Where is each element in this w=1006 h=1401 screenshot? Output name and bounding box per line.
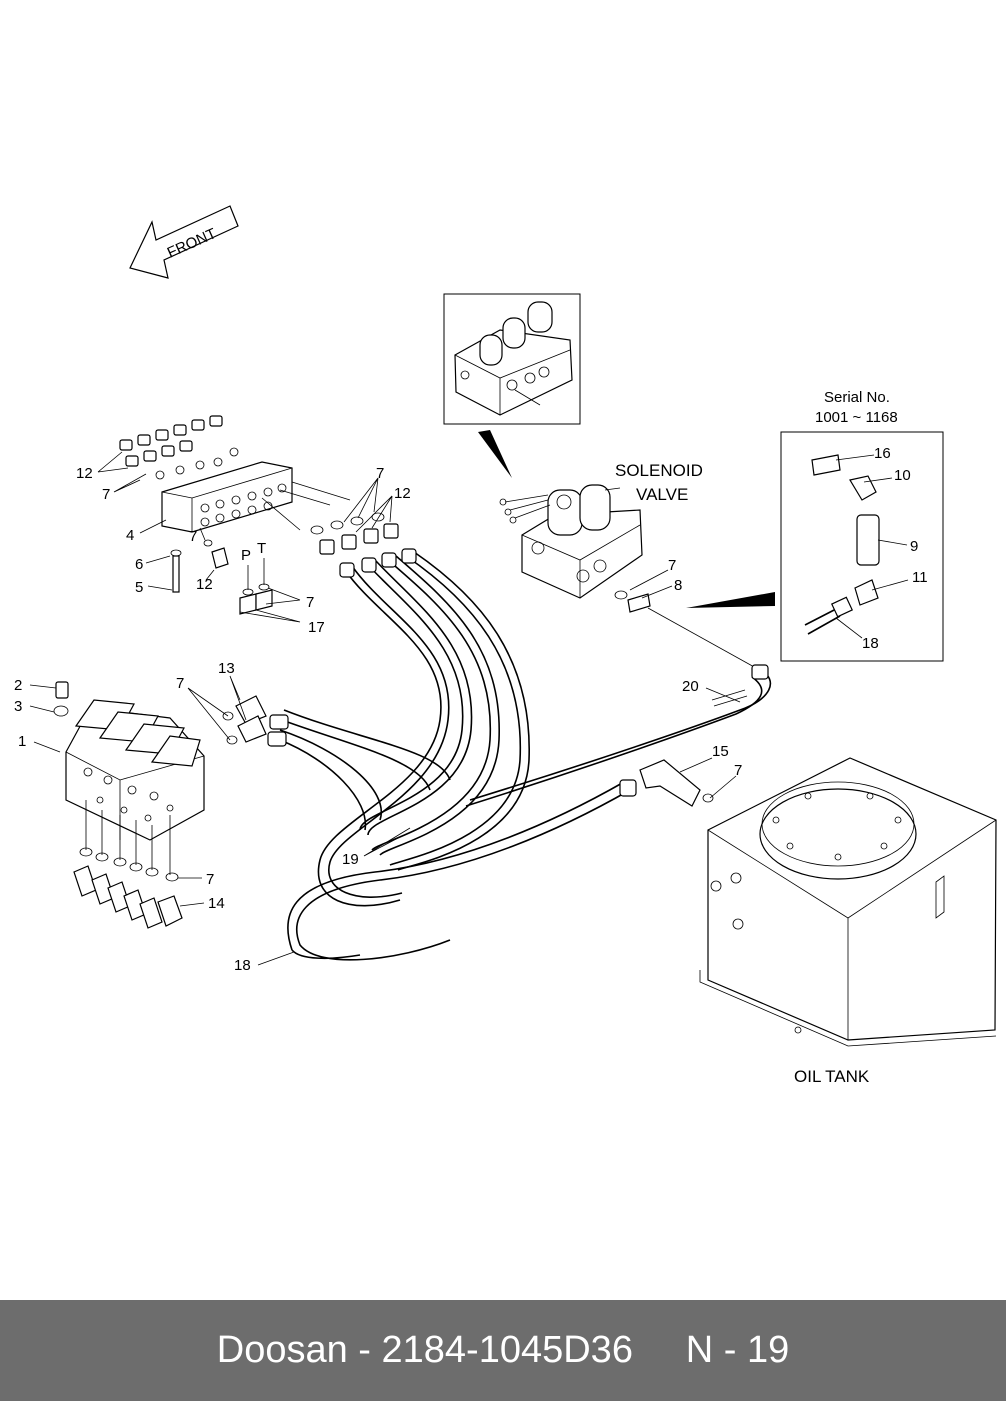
callout-20: 20 — [682, 678, 699, 695]
footer-bar: Doosan - 2184-1045D36 N - 19 — [0, 1300, 1006, 1401]
callout-12: 12 — [394, 485, 411, 502]
callout-10: 10 — [894, 467, 911, 484]
callout-7: 7 — [668, 557, 676, 574]
callout-7: 7 — [102, 486, 110, 503]
callout-1: 1 — [18, 733, 26, 750]
main-control-valve — [53, 681, 205, 929]
callout-9: 9 — [910, 538, 918, 555]
oil-tank-label: OIL TANK — [794, 1067, 870, 1086]
oil-tank: OIL TANK — [699, 757, 997, 1086]
callout-18: 18 — [862, 635, 879, 652]
serial-detail-box: Serial No. 1001 ~ 1168 — [686, 389, 944, 662]
callout-12: 12 — [76, 465, 93, 482]
callout-14: 14 — [208, 895, 225, 912]
callout-12: 12 — [196, 576, 213, 593]
callout-2: 2 — [14, 677, 22, 694]
footer-gap — [633, 1329, 686, 1372]
solenoid-valve: SOLENOID VALVE — [499, 461, 703, 613]
elbows-13 — [222, 695, 267, 745]
front-arrow: FRONT — [129, 205, 239, 279]
hose-20 — [465, 607, 772, 807]
callout-16: 16 — [874, 445, 891, 462]
footer-brand: Doosan — [216, 1329, 348, 1371]
hoses-19 — [267, 548, 530, 907]
callout-7: 7 — [176, 675, 184, 692]
callouts: 12 7 4 6 5 7 12 7 17 7 12 7 8 16 10 9 11… — [14, 445, 928, 974]
footer-separator: - — [347, 1329, 382, 1371]
control-block: P T — [119, 415, 351, 615]
solenoid-label-line1: SOLENOID — [615, 461, 703, 480]
callout-6: 6 — [135, 556, 143, 573]
callout-13: 13 — [218, 660, 235, 677]
serial-line1: Serial No. — [824, 389, 890, 406]
footer-part-number: 2184-1045D36 — [381, 1329, 633, 1371]
callout-3: 3 — [14, 698, 22, 715]
solenoid-label-line2: VALVE — [636, 485, 688, 504]
callout-17: 17 — [308, 619, 325, 636]
callout-8: 8 — [674, 577, 682, 594]
callout-7: 7 — [376, 465, 384, 482]
leader-lines — [29, 451, 909, 966]
callout-7: 7 — [206, 871, 214, 888]
callout-18: 18 — [234, 957, 251, 974]
port-p-label: P — [241, 547, 251, 564]
callout-7: 7 — [306, 594, 314, 611]
callout-5: 5 — [135, 579, 143, 596]
port-t-label: T — [257, 540, 266, 557]
elbow-15 — [639, 759, 714, 807]
callout-11: 11 — [912, 569, 928, 586]
solenoid-inset — [443, 293, 581, 478]
parts-diagram: FRONT SOLENOID VALVE — [14, 205, 997, 1086]
serial-line2: 1001 ~ 1168 — [815, 409, 898, 426]
callout-7: 7 — [734, 762, 742, 779]
callout-15: 15 — [712, 743, 729, 760]
footer-page-ref: N - 19 — [685, 1329, 790, 1371]
block-fittings — [310, 512, 399, 555]
hose-18 — [287, 779, 637, 961]
callout-7: 7 — [189, 528, 197, 545]
callout-4: 4 — [126, 527, 134, 544]
callout-19: 19 — [342, 851, 359, 868]
